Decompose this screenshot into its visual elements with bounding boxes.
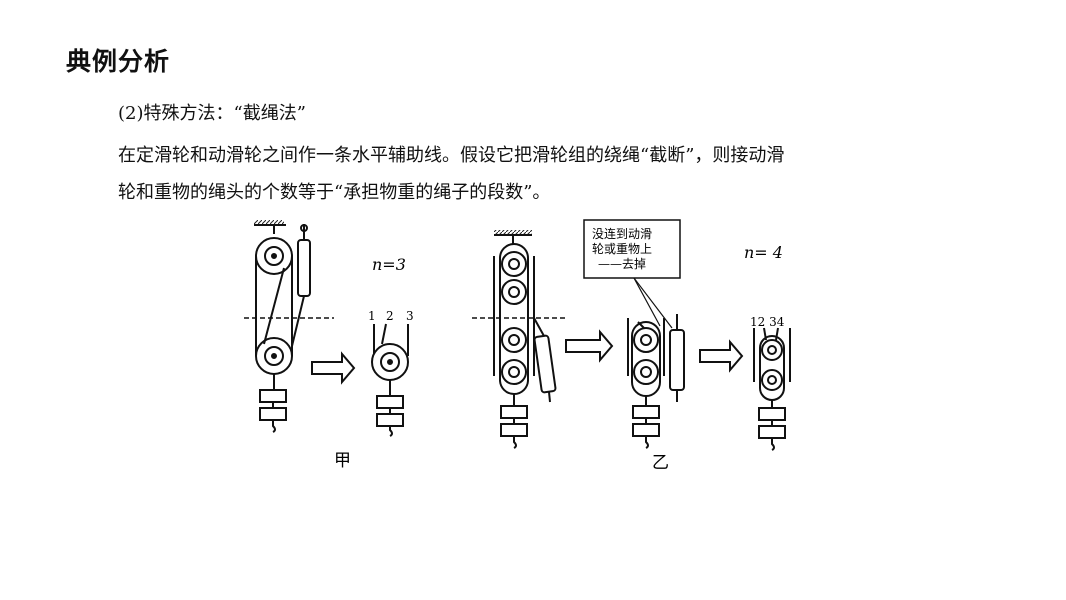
pulley-figure: n=3 1 2 3 没连到动滑 轮或重物上 ——去掉 n= 4 12 34 甲 … [244,219,791,473]
rope-labels-b: 12 34 [750,315,785,329]
section-heading: 典例分析 [66,47,171,76]
caption-b: 乙 [652,453,669,473]
rope-label-1: 1 [368,309,376,323]
n-label-a: n=3 [372,255,406,274]
caption-a: 甲 [334,451,351,471]
setup-b-result [753,327,791,451]
rope-label-2: 2 [386,309,394,323]
method-title: (2)特殊方法：“截绳法” [118,103,306,124]
n-label-b: n= 4 [744,243,783,262]
setup-a-original [244,220,334,433]
explanation-line-1: 在定滑轮和动滑轮之间作一条水平辅助线。假设它把滑轮组的绕绳“截断”，则接动滑 [118,145,785,166]
callout-line-1: 没连到动滑 [592,226,652,241]
callout-line-2: 轮或重物上 [592,242,652,256]
rope-label-3: 3 [406,309,414,323]
explanation-line-2: 轮和重物的绳头的个数等于“承担物重的绳子的段数”。 [118,182,551,203]
setup-b-cut [583,219,685,449]
setup-b-original [472,230,566,449]
setup-a-result [371,323,409,437]
callout-line-3: ——去掉 [598,257,646,271]
